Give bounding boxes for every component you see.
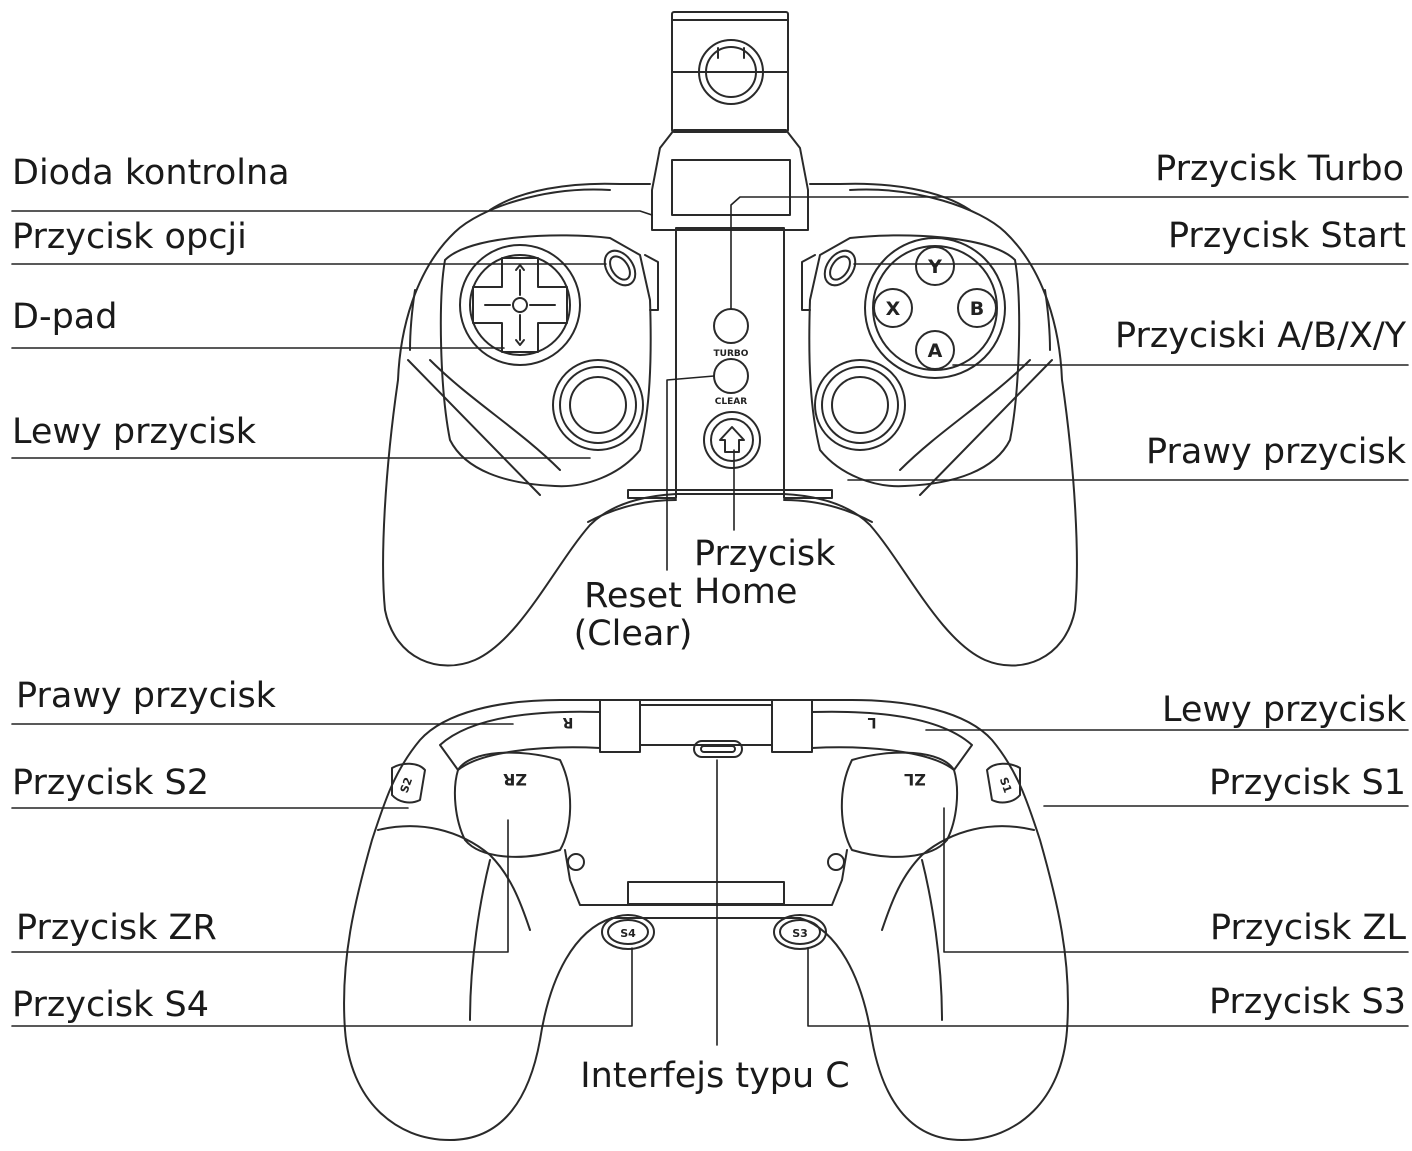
a-mark: A xyxy=(928,340,943,362)
label-right-stick: Prawy przycisk xyxy=(1146,432,1406,472)
label-left-stick: Lewy przycisk xyxy=(12,412,257,452)
label-usb-c: Interfejs typu C xyxy=(580,1056,850,1096)
label-indicator-led: Dioda kontrolna xyxy=(12,153,290,193)
label-s4-button: Przycisk S4 xyxy=(12,985,210,1025)
label-reset-line2: (Clear) xyxy=(573,614,693,654)
s1-mark: S1 xyxy=(997,776,1015,795)
b-mark: B xyxy=(970,298,984,320)
label-right-bumper: Prawy przycisk xyxy=(16,676,276,716)
zr-mark: ZR xyxy=(503,770,527,789)
front-controller xyxy=(382,11,1078,667)
usbc-port xyxy=(693,740,743,758)
abxy-cluster xyxy=(864,237,1006,379)
top-controller xyxy=(343,699,1069,1141)
s4-mark: S4 xyxy=(620,927,636,940)
label-dpad: D-pad xyxy=(12,297,118,337)
x-mark: X xyxy=(886,298,901,320)
clear-mark: CLEAR xyxy=(715,397,747,407)
label-s1-button: Przycisk S1 xyxy=(1208,763,1406,803)
front-body-outline xyxy=(382,188,1078,667)
label-zl-button: Przycisk ZL xyxy=(1209,908,1406,948)
s3-mark: S3 xyxy=(792,927,808,940)
label-left-bumper: Lewy przycisk xyxy=(1161,690,1406,730)
home-button xyxy=(703,411,761,469)
label-s2-button: Przycisk S2 xyxy=(12,763,210,803)
s2-button xyxy=(391,762,426,804)
top-body-outline xyxy=(343,699,1069,1141)
turbo-button xyxy=(713,308,749,344)
leader-lines xyxy=(11,196,1409,1046)
label-s3-button: Przycisk S3 xyxy=(1208,982,1406,1022)
start-button xyxy=(801,249,857,311)
label-home-line2: Home xyxy=(694,572,798,612)
left-stick xyxy=(552,359,644,451)
label-reset-line1: Reset xyxy=(584,576,682,616)
y-mark: Y xyxy=(927,256,942,278)
clear-button xyxy=(713,358,749,394)
right-stick xyxy=(814,359,906,451)
s2-mark: S2 xyxy=(398,776,416,795)
l-mark: L xyxy=(867,714,876,730)
label-zr-button: Przycisk ZR xyxy=(16,908,217,948)
label-options-button: Przycisk opcji xyxy=(12,217,247,257)
options-button xyxy=(603,249,659,311)
phone-clamp xyxy=(651,11,809,491)
s4-button xyxy=(601,914,655,950)
zl-mark: ZL xyxy=(904,770,926,789)
label-abxy-buttons: Przyciski A/B/X/Y xyxy=(1115,316,1406,356)
s1-button xyxy=(986,762,1021,804)
r-mark: R xyxy=(562,714,573,730)
label-home-line1: Przycisk xyxy=(694,534,836,574)
turbo-mark: TURBO xyxy=(714,349,749,359)
label-turbo-button: Przycisk Turbo xyxy=(1155,149,1404,189)
dpad xyxy=(459,244,581,366)
s3-button xyxy=(773,914,827,950)
label-start-button: Przycisk Start xyxy=(1167,216,1406,256)
